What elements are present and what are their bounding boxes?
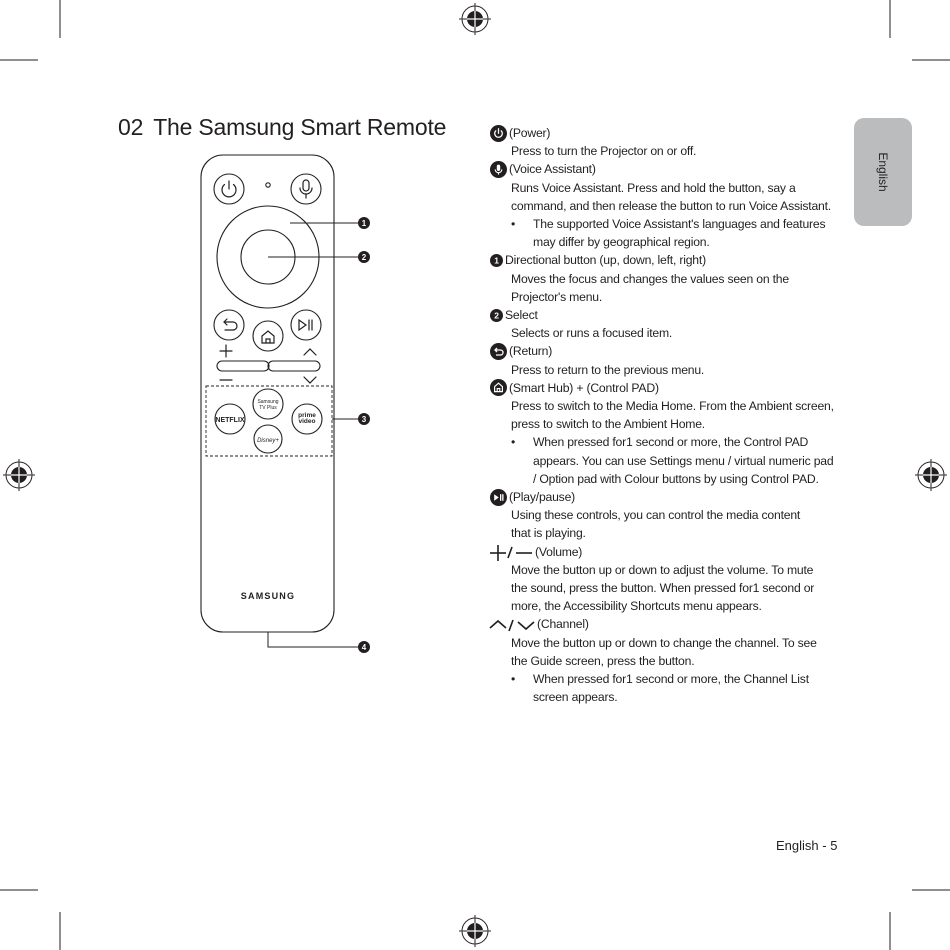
language-tab-label: English	[876, 152, 890, 192]
callout-1-badge: 1	[494, 256, 499, 266]
chapter-number: 02	[118, 114, 144, 140]
item-desc-line: Move the button up or down to adjust the…	[511, 562, 814, 577]
item-desc-line: the sound, press the button. When presse…	[511, 581, 815, 596]
tvplus-label-line2: TV Plus	[259, 405, 277, 411]
callout-1-icon: 1	[489, 252, 503, 270]
item-desc-line: Press to turn the Projector on or off.	[511, 144, 697, 159]
item-directional: 1 Directional button (up, down, left, ri…	[489, 251, 839, 306]
item-bullet-line: When pressed for1 second or more, the Co…	[489, 433, 839, 451]
prime-label-line1: prime	[298, 412, 316, 419]
item-title: (Channel)	[537, 617, 589, 632]
mic-symbol-icon	[299, 179, 313, 199]
channel-down-icon	[303, 376, 317, 384]
item-bullet-line: screen appears.	[533, 690, 618, 705]
item-desc-line: more, the Accessibility Shortcuts menu a…	[511, 599, 762, 614]
item-channel: (Channel) Move the button up or down to …	[489, 615, 839, 706]
item-desc-line: command, and then release the button to …	[511, 198, 831, 213]
play-pause-icon	[489, 488, 507, 506]
disney-button	[253, 424, 283, 454]
item-desc-line: Runs Voice Assistant. Press and hold the…	[511, 180, 796, 195]
remote-body	[200, 154, 335, 633]
item-desc-line: press to switch to the Ambient Home.	[511, 417, 705, 432]
home-symbol-icon	[261, 330, 275, 344]
mic-button	[290, 173, 322, 205]
item-desc-line: Moves the focus and changes the values s…	[511, 271, 789, 286]
app-button-area	[205, 385, 333, 457]
callout-2-badge: 2	[494, 310, 499, 320]
tvplus-label-line1: Samsung	[257, 399, 278, 405]
volume-icon	[489, 543, 533, 561]
play-pause-symbol-icon	[298, 318, 313, 332]
netflix-label: NETFLIX	[215, 417, 244, 424]
home-button	[252, 320, 284, 352]
home-icon	[489, 379, 507, 397]
item-title: (Smart Hub) + (Control PAD)	[509, 380, 659, 395]
registration-mark-top	[459, 3, 491, 35]
item-play-pause: (Play/pause) Using these controls, you c…	[489, 488, 839, 543]
power-button	[213, 173, 245, 205]
item-select: 2 Select Selects or runs a focused item.	[489, 306, 839, 342]
play-pause-button	[290, 309, 322, 341]
item-desc-line: Selects or runs a focused item.	[511, 326, 673, 341]
chapter-title: The Samsung Smart Remote	[153, 114, 447, 140]
plus-symbol-icon	[219, 344, 233, 358]
registration-mark-bottom	[459, 915, 491, 947]
callout-4: 4	[362, 643, 367, 652]
item-title: (Play/pause)	[509, 490, 576, 505]
indicator-light	[265, 182, 271, 188]
item-bullet-line: appears. You can use Settings menu / vir…	[533, 453, 834, 468]
callout-1: 1	[362, 219, 367, 228]
callout-2-icon: 2	[489, 306, 503, 324]
power-symbol-icon	[221, 180, 237, 198]
remote-brand: SAMSUNG	[241, 591, 295, 601]
item-title: Select	[505, 308, 538, 323]
item-bullet-line: may differ by geographical region.	[533, 235, 710, 250]
item-desc-line: that is playing.	[511, 526, 586, 541]
item-desc-line: the Guide screen, press the button.	[511, 653, 695, 668]
prime-label-line2: video	[299, 418, 316, 425]
item-desc-line: Projector's menu.	[511, 289, 603, 304]
item-voice-assistant: (Voice Assistant) Runs Voice Assistant. …	[489, 160, 839, 251]
channel-icon	[489, 616, 535, 634]
return-icon	[489, 343, 507, 361]
item-bullet-line: The supported Voice Assistant's language…	[489, 215, 839, 233]
volume-rocker	[216, 360, 270, 372]
item-volume: (Volume) Move the button up or down to a…	[489, 543, 839, 616]
item-bullet-line: When pressed for1 second or more, the Ch…	[489, 670, 839, 688]
item-title: (Power)	[509, 126, 551, 140]
item-title: (Voice Assistant)	[509, 162, 596, 177]
item-desc-line: Press to return to the previous menu.	[511, 362, 705, 377]
item-desc-line: Using these controls, you can control th…	[511, 508, 801, 523]
item-home: (Smart Hub) + (Control PAD) Press to swi…	[489, 379, 839, 488]
channel-rocker	[267, 360, 321, 372]
item-title: (Return)	[509, 344, 553, 359]
item-return: (Return) Press to return to the previous…	[489, 342, 839, 378]
callout-2: 2	[362, 253, 367, 262]
netflix-button	[214, 403, 246, 435]
power-icon	[489, 124, 507, 142]
item-title: Directional button (up, down, left, righ…	[505, 253, 706, 268]
button-descriptions: (Power) Press to turn the Projector on o…	[489, 124, 839, 707]
return-symbol-icon	[223, 318, 238, 331]
callout-3: 3	[362, 415, 367, 424]
prime-button	[291, 403, 323, 435]
return-button	[213, 309, 245, 341]
tvplus-button	[252, 388, 284, 420]
language-tab: English	[854, 118, 912, 226]
item-bullet-line: / Option pad with Colour buttons by usin…	[533, 471, 819, 486]
page-title: 02 The Samsung Smart Remote	[118, 114, 446, 141]
registration-mark-left	[3, 459, 35, 491]
disney-label: Disney+	[257, 438, 279, 444]
item-desc-line: Press to switch to the Media Home. From …	[511, 399, 834, 414]
item-power: (Power) Press to turn the Projector on o…	[489, 124, 839, 160]
item-title: (Volume)	[535, 544, 583, 559]
channel-up-icon	[303, 348, 317, 356]
registration-mark-right	[915, 459, 947, 491]
page-footer: English - 5	[776, 838, 838, 853]
item-desc-line: Move the button up or down to change the…	[511, 635, 817, 650]
microphone-icon	[489, 161, 507, 179]
remote-illustration: NETFLIX Samsung TV Plus prime video Disn…	[200, 154, 370, 653]
